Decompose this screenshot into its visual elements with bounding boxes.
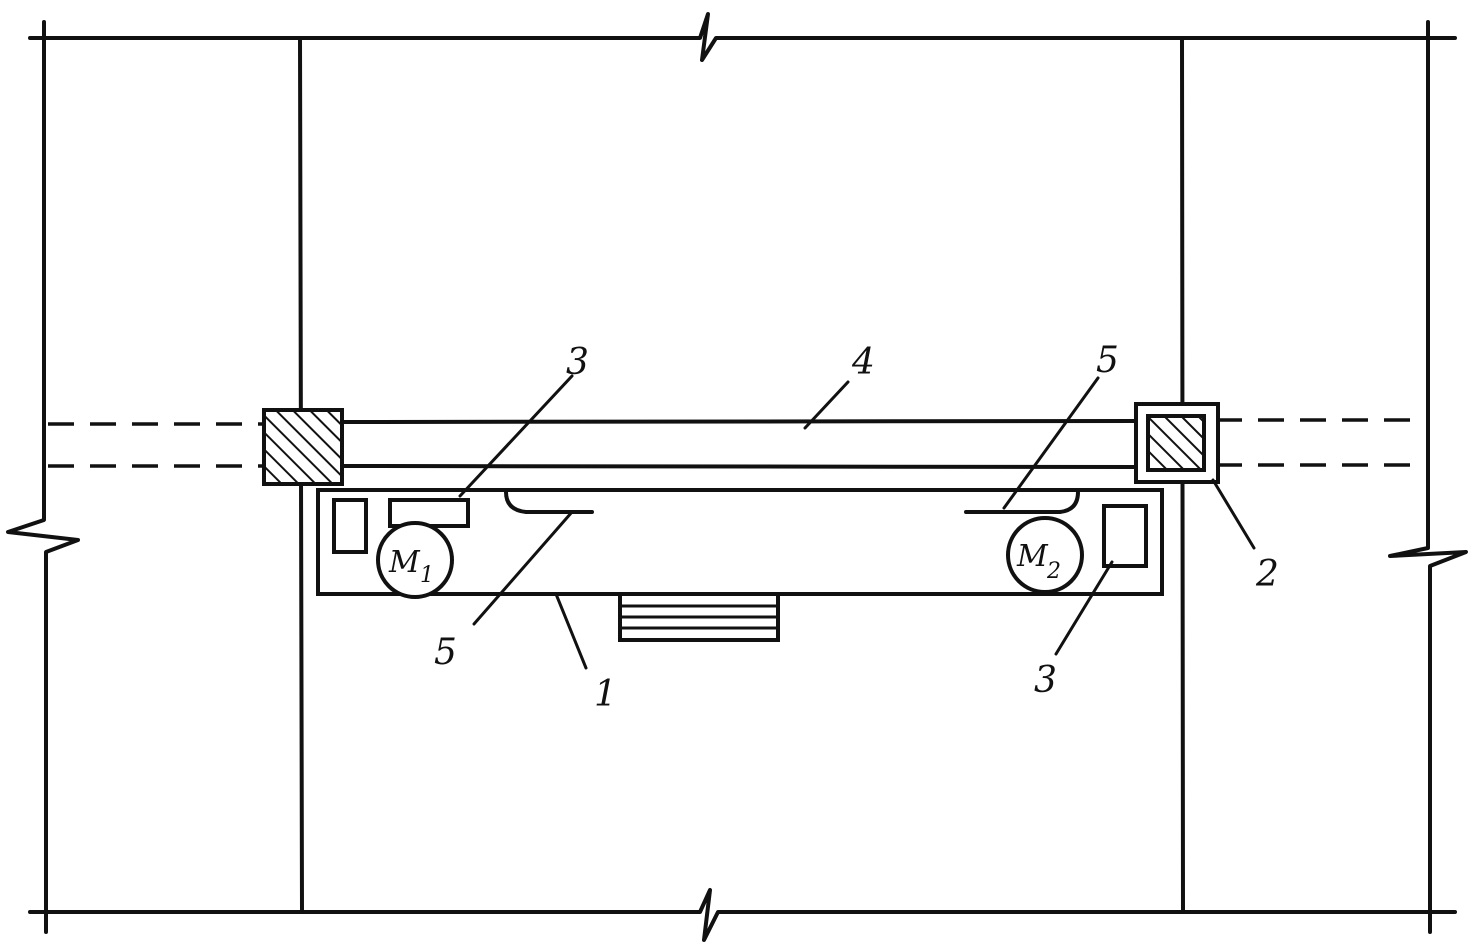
inner-columns bbox=[298, 36, 1185, 914]
motor-m1: M 1 bbox=[376, 521, 454, 599]
svg-text:2: 2 bbox=[1046, 559, 1061, 584]
callout-labels: 3 4 5 2 5 1 3 bbox=[434, 340, 1279, 715]
guide-hooks bbox=[504, 490, 1080, 514]
callout-2: 2 bbox=[1255, 554, 1279, 595]
callout-4: 4 bbox=[851, 342, 875, 383]
left-support-block bbox=[262, 408, 344, 486]
svg-text:M: M bbox=[388, 545, 421, 580]
callout-3-bottom: 3 bbox=[1034, 660, 1057, 701]
beam bbox=[338, 419, 1138, 469]
right-sensor-block bbox=[1102, 504, 1148, 568]
outer-frame bbox=[6, 12, 1468, 942]
callout-5-top: 5 bbox=[1096, 340, 1119, 381]
motor-m2: M 2 bbox=[1006, 516, 1084, 594]
svg-text:M: M bbox=[1016, 539, 1049, 574]
plate-stack bbox=[618, 592, 780, 642]
motor-m2-index: 2 bbox=[1046, 559, 1061, 584]
rail-dashed-lines bbox=[48, 418, 1426, 468]
callout-1: 1 bbox=[594, 674, 617, 715]
right-support-block bbox=[1134, 402, 1220, 484]
motor-m1-letter: M bbox=[388, 545, 421, 580]
left-sensor-block bbox=[388, 498, 470, 528]
callout-3-top: 3 bbox=[566, 342, 589, 383]
leader-lines bbox=[458, 374, 1256, 670]
callout-5-bottom: 5 bbox=[434, 632, 457, 673]
motor-m2-letter: M bbox=[1016, 539, 1049, 574]
svg-text:1: 1 bbox=[420, 563, 434, 588]
left-control-box bbox=[332, 498, 368, 554]
motor-m1-index: 1 bbox=[420, 563, 434, 588]
